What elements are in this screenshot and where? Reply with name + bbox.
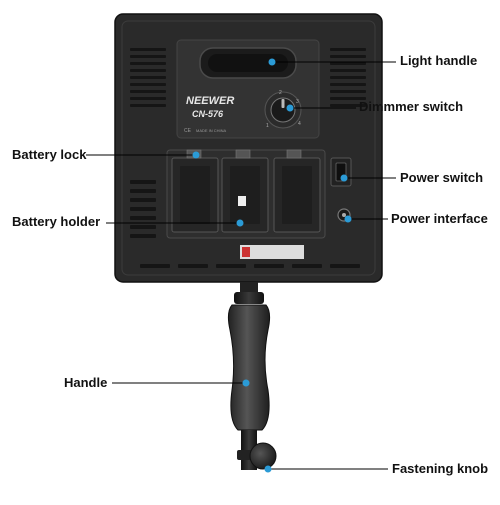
vent-slot-right-top [330,97,366,100]
label-fastening-knob: Fastening knob [392,461,489,476]
vent-slot-right-top [330,90,366,93]
vent-slot-left-top [130,48,166,51]
warning-sticker [240,245,304,259]
power-interface-pin [342,213,346,217]
battery-slot-contact-area [282,166,312,224]
vent-slot-right-top [330,83,366,86]
vent-slot-left-bottom [130,207,156,211]
vent-slot-left-bottom [130,216,156,220]
vent-slot-left-top [130,76,166,79]
vent-slot-left-bottom [130,225,156,229]
label-battery-holder: Battery holder [12,214,101,229]
vent-slot-bottom [254,264,284,268]
vent-slot-left-top [130,90,166,93]
mount-joint [234,292,264,304]
callout-dots [192,58,352,473]
vent-slot-left-top [130,55,166,58]
panel-inner-border [121,20,376,276]
vent-slot-bottom [292,264,322,268]
battery-slots [171,157,321,233]
label-dimmer-switch: Dimmmer switch [359,99,464,114]
callout-dot-battery-holder [236,219,244,227]
label-battery-lock: Battery lock [12,147,87,162]
callout-lines [86,61,396,470]
light-handle-inner [208,54,288,72]
label-power-interface: Power interface [391,211,488,226]
vent-slot-right-top [330,55,366,58]
vent-slot-right-top [330,62,366,65]
callout-dot-battery-lock [192,151,200,159]
callout-dot-fastening-knob [264,465,272,473]
vent-slot-left-top [130,62,166,65]
vent-slot-right-top [330,104,366,107]
grip-handle [227,304,271,431]
vent-slot-left-top [130,104,166,107]
battery-lock-tab-2[interactable] [235,149,251,159]
vent-slot-bottom [216,264,246,268]
vent-slots [130,48,366,268]
model-text: CN-576 [192,109,224,119]
vent-slot-left-top [130,83,166,86]
vent-slot-right-top [330,76,366,79]
vent-slot-left-bottom [130,189,156,193]
vent-slot-right-top [330,69,366,72]
dial-mark-4: 4 [298,121,301,127]
fastening-knob[interactable] [249,442,277,470]
vent-slot-left-bottom [130,180,156,184]
dimmer-dial[interactable] [270,97,296,123]
label-light-handle: Light handle [400,53,478,68]
callout-dot-power-interface [344,215,352,223]
dial-mark-1: 1 [266,123,269,129]
battery-lock-tab-3[interactable] [286,149,302,159]
dimmer-dial-pointer [281,99,285,108]
dial-mark-3: 3 [296,99,299,105]
warning-sticker-mark [242,247,250,257]
vent-slot-bottom [330,264,360,268]
vent-slot-bottom [178,264,208,268]
callout-dot-handle [242,379,250,387]
vent-slot-right-top [330,48,366,51]
vent-slot-bottom [140,264,170,268]
battery-slot-contact-area [180,166,210,224]
battery-sticker [238,196,246,206]
vent-slot-left-bottom [130,198,156,202]
callout-dot-dimmer [286,104,294,112]
label-power-switch: Power switch [400,170,484,185]
vent-slot-left-top [130,97,166,100]
vent-slot-left-top [130,69,166,72]
callout-dot-light-handle [268,58,276,66]
ce-mark: CE [184,128,192,134]
brand-text: NEEWER [186,95,234,107]
label-handle: Handle [64,375,108,390]
dial-mark-2: 2 [279,90,282,96]
battery-slot-contact-area [230,166,260,224]
vent-slot-left-bottom [130,234,156,238]
made-in-text: MADE IN CHINA [196,128,227,133]
callout-dot-power-switch [340,174,348,182]
